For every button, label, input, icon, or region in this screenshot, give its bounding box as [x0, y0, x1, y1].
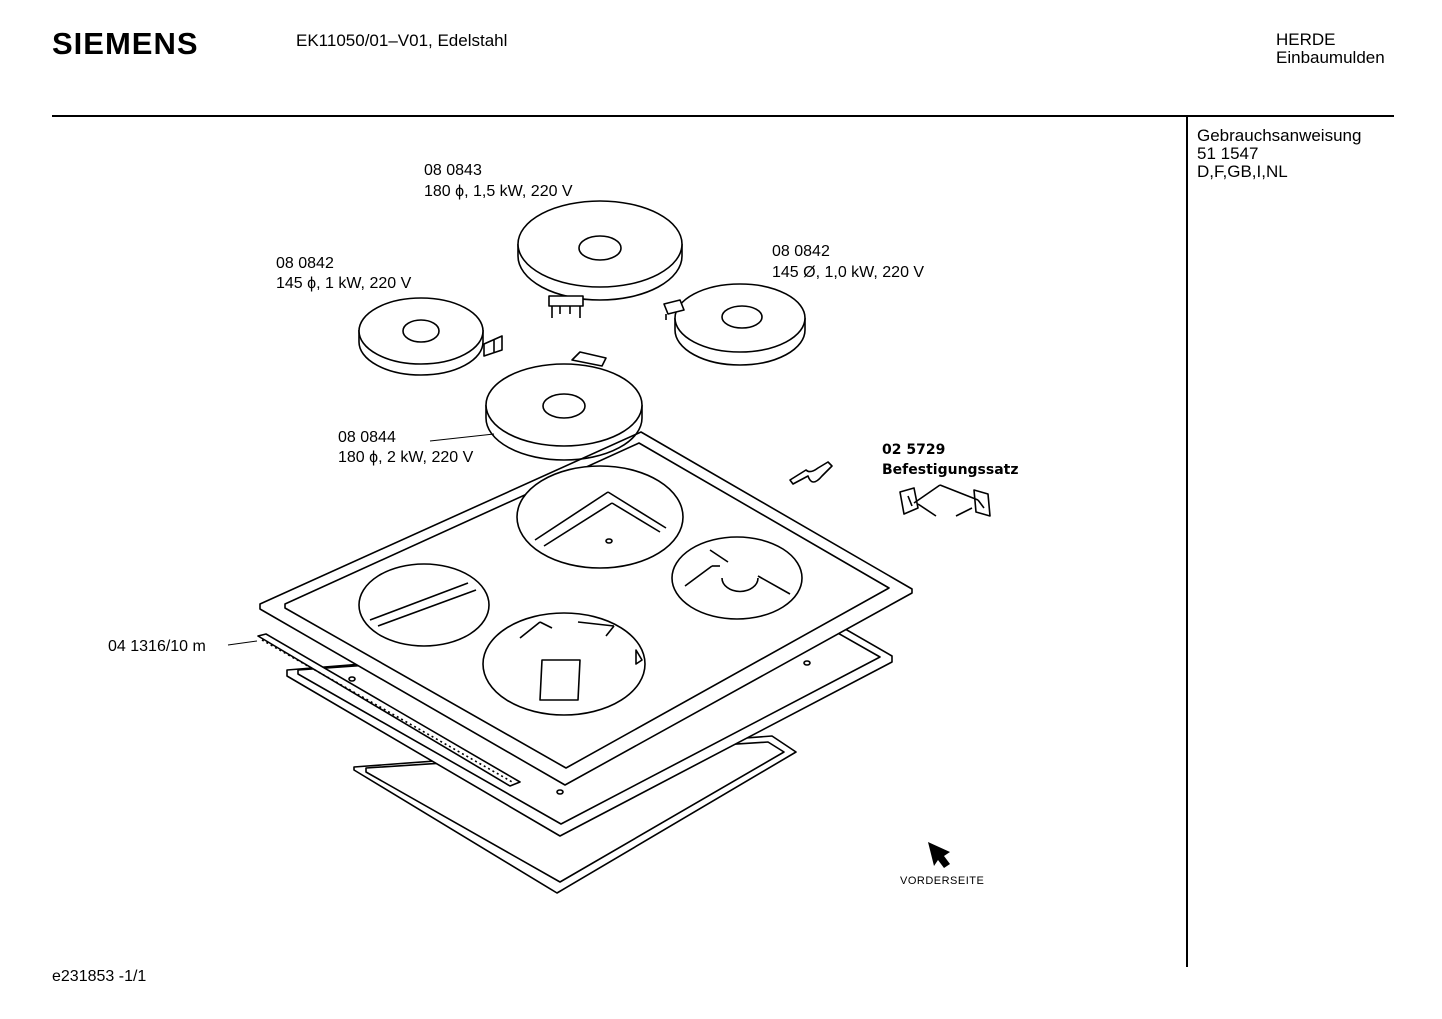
part-080843-number: 08 0843 — [424, 162, 482, 179]
footer-doc-id: e231853 -1/1 — [52, 968, 147, 985]
document-title: Gebrauchsanweisung — [1197, 126, 1362, 145]
document-number: 51 1547 — [1197, 144, 1259, 163]
fixing-kit — [789, 461, 991, 517]
cutout-right — [671, 536, 803, 620]
front-arrow-icon — [928, 842, 950, 868]
model-title: EK11050/01–V01, Edelstahl — [296, 31, 508, 50]
leader-041316 — [227, 640, 258, 646]
cutout-front — [482, 612, 646, 716]
part-025729-number: 02 5729 — [882, 442, 945, 458]
category-line-2: Einbaumulden — [1276, 48, 1385, 67]
cutout-back — [516, 465, 684, 569]
leader-080844 — [429, 433, 495, 442]
cutout-left — [358, 563, 490, 647]
part-080842-right-spec: 145 Ø, 1,0 kW, 220 V — [772, 264, 924, 281]
part-025729-name: Befestigungssatz — [882, 462, 1019, 478]
part-041316-number: 04 1316/10 m — [108, 638, 206, 655]
hotplate-080843 — [517, 200, 683, 318]
document-languages: D,F,GB,I,NL — [1197, 162, 1288, 181]
part-080844-spec: 180 ϕ, 2 kW, 220 V — [338, 449, 474, 466]
part-080842-left-spec: 145 ϕ, 1 kW, 220 V — [276, 275, 412, 292]
part-080843-spec: 180 ϕ, 1,5 kW, 220 V — [424, 183, 573, 200]
part-080842-right-number: 08 0842 — [772, 243, 830, 260]
header-divider — [52, 115, 1394, 117]
documents-panel: Gebrauchsanweisung 51 1547 D,F,GB,I,NL — [1197, 127, 1361, 181]
hob-top-plate — [259, 431, 913, 786]
part-080842-left-number: 08 0842 — [276, 255, 334, 272]
hotplate-080842-left — [358, 297, 503, 376]
category-line-1: HERDE — [1276, 30, 1336, 49]
sealing-strip — [257, 633, 521, 787]
hotplate-080842-right — [663, 283, 806, 366]
hotplate-080844 — [485, 351, 643, 461]
brand-logo: SIEMENS — [52, 26, 199, 61]
orientation-label: VORDERSEITE — [900, 875, 984, 887]
sidebar-divider — [1186, 117, 1188, 967]
category: HERDE Einbaumulden — [1276, 31, 1385, 67]
part-080844-number: 08 0844 — [338, 429, 396, 446]
